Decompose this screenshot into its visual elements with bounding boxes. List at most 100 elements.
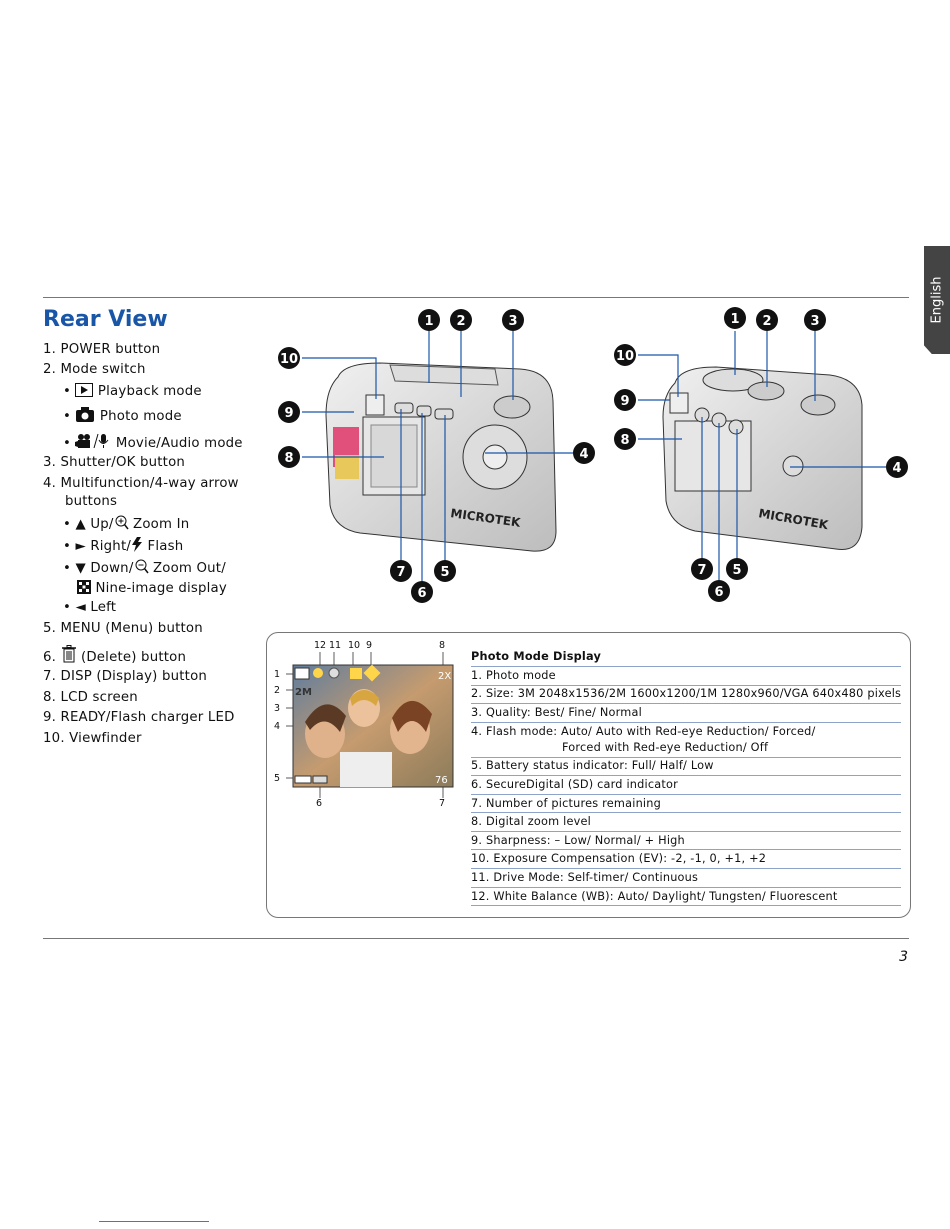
row-divider: [471, 703, 901, 704]
svg-text:3: 3: [508, 314, 517, 329]
movie-audio-icon: [75, 433, 109, 449]
row-divider: [471, 887, 901, 888]
photo-mode-heading: Photo Mode Display: [471, 650, 602, 663]
lcd-screen-preview: 2X 2M 76: [286, 652, 454, 798]
lcd-marker: 1: [274, 669, 281, 680]
list-item: Nine-image display: [77, 580, 227, 596]
row-divider: [471, 794, 901, 795]
zoom-in-icon: [115, 515, 129, 530]
photo-mode-row: 8. Digital zoom level: [471, 815, 592, 828]
lcd-marker: 12: [314, 640, 327, 651]
list-item: • ► Right/ Flash: [63, 537, 184, 554]
svg-text:5: 5: [440, 565, 449, 580]
row-divider: [471, 812, 901, 813]
svg-text:1: 1: [424, 314, 433, 329]
list-item: • ▲ Up/ Zoom In: [63, 515, 190, 532]
list-item: 1. POWER button: [43, 342, 161, 357]
trash-icon: [61, 645, 76, 663]
lcd-marker: 5: [274, 773, 281, 784]
lcd-marker: 9: [366, 640, 373, 651]
camera-rear-diagrams: MICROTEK MICROTEK 1 2 3 4 5 6 7 8 9 10: [278, 307, 908, 603]
list-item: • ◄ Left: [63, 600, 117, 615]
playback-icon: [75, 383, 94, 397]
row-divider: [471, 775, 901, 776]
lcd-marker: 8: [439, 640, 446, 651]
list-item: 10. Viewfinder: [43, 731, 142, 746]
photo-mode-row: 2. Size: 3M 2048x1536/2M 1600x1200/1M 12…: [471, 687, 902, 700]
camera-rear-view-right: MICROTEK: [662, 366, 863, 551]
photo-mode-row: 9. Sharpness: – Low/ Normal/ + High: [471, 834, 685, 847]
bottom-divider: [43, 938, 909, 939]
lcd-zoom-value: 2X: [438, 671, 451, 682]
camera-icon: [76, 407, 95, 422]
svg-text:8: 8: [620, 433, 629, 448]
lcd-marker: 10: [348, 640, 361, 651]
svg-text:8: 8: [284, 451, 293, 466]
svg-text:1: 1: [730, 312, 739, 327]
photo-mode-display-panel: [266, 632, 911, 918]
svg-text:10: 10: [616, 349, 634, 364]
page-number: 3: [899, 949, 908, 965]
svg-text:4: 4: [579, 447, 588, 462]
photo-mode-row: 12. White Balance (WB): Auto/ Daylight/ …: [471, 890, 838, 903]
flash-icon: [132, 537, 143, 552]
row-divider: [471, 849, 901, 850]
row-divider: [471, 905, 901, 906]
svg-text:6: 6: [417, 586, 426, 601]
section-title: Rear View: [43, 307, 168, 332]
top-divider: [43, 297, 909, 298]
svg-text:5: 5: [732, 563, 741, 578]
svg-text:7: 7: [396, 565, 405, 580]
photo-mode-row: 3. Quality: Best/ Fine/ Normal: [471, 706, 642, 719]
list-item: • Movie/Audio mode: [63, 433, 243, 451]
callouts-right-camera: 1 2 3 4 5 6 7 8 9 10: [614, 307, 908, 602]
svg-text:3: 3: [810, 314, 819, 329]
camera-rear-view-left: MICROTEK: [325, 362, 557, 552]
svg-text:10: 10: [280, 352, 298, 367]
list-item: 9. READY/Flash charger LED: [43, 710, 235, 725]
list-item: • Photo mode: [63, 407, 182, 424]
callout-leader-lines: [302, 331, 886, 588]
photo-mode-row: 10. Exposure Compensation (EV): -2, -1, …: [471, 852, 767, 865]
photo-mode-row: 6. SecureDigital (SD) card indicator: [471, 778, 678, 791]
svg-text:9: 9: [620, 394, 629, 409]
language-tab-label: English: [929, 276, 945, 324]
svg-text:7: 7: [697, 563, 706, 578]
list-item: 4. Multifunction/4-way arrow: [43, 476, 239, 491]
svg-text:2: 2: [762, 314, 771, 329]
row-divider: [471, 722, 901, 723]
lcd-marker: 7: [439, 798, 446, 809]
svg-text:2: 2: [456, 314, 465, 329]
photo-mode-row: 5. Battery status indicator: Full/ Half/…: [471, 759, 714, 772]
photo-mode-row: Forced with Red-eye Reduction/ Off: [562, 741, 769, 754]
list-item: 8. LCD screen: [43, 690, 138, 705]
zoom-out-icon: [135, 559, 149, 574]
list-item: • Playback mode: [63, 383, 202, 399]
lcd-marker: 2: [274, 685, 281, 696]
photo-mode-row: 7. Number of pictures remaining: [471, 797, 661, 810]
row-divider: [471, 868, 901, 869]
list-item: 7. DISP (Display) button: [43, 669, 208, 684]
callouts-left-camera: 1 2 3 4 5 6 7 8 9 10: [278, 309, 595, 603]
photo-mode-row: 11. Drive Mode: Self-timer/ Continuous: [471, 871, 699, 884]
lcd-marker: 6: [316, 798, 323, 809]
language-tab[interactable]: English: [924, 246, 950, 354]
list-item: • ▼ Down/ Zoom Out/: [63, 559, 226, 576]
row-divider: [471, 666, 901, 667]
svg-text:4: 4: [892, 461, 901, 476]
list-item: 2. Mode switch: [43, 362, 146, 377]
lcd-marker: 4: [274, 721, 281, 732]
nine-image-icon: [77, 580, 91, 594]
lcd-remaining-value: 76: [435, 775, 448, 786]
footer-link-line: [99, 1221, 209, 1222]
lcd-marker: 3: [274, 703, 281, 714]
svg-text:6: 6: [714, 585, 723, 600]
list-item: buttons: [65, 494, 118, 509]
row-divider: [471, 757, 901, 758]
list-item: 3. Shutter/OK button: [43, 455, 186, 470]
photo-mode-row: 1. Photo mode: [471, 669, 556, 682]
list-item: 5. MENU (Menu) button: [43, 621, 203, 636]
list-item: 6. (Delete) button: [43, 645, 186, 665]
lcd-size-value: 2M: [295, 687, 312, 698]
row-divider: [471, 685, 901, 686]
